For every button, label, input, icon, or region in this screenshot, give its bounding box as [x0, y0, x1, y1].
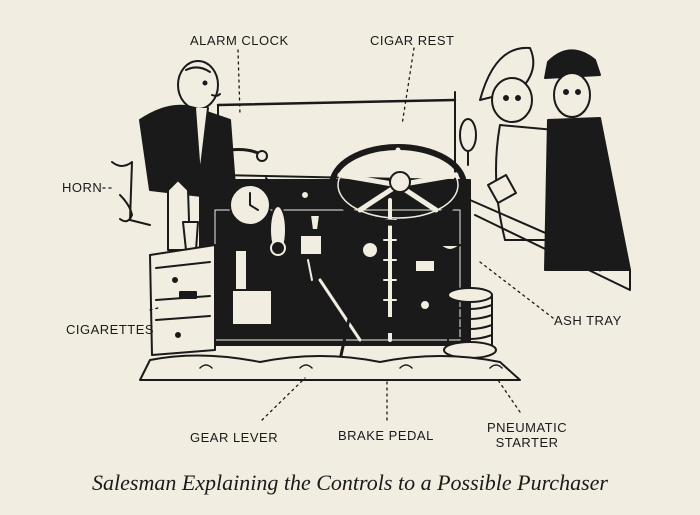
ash-tray-icon — [439, 244, 461, 251]
leader-lines — [102, 47, 554, 421]
caption: Salesman Explaining the Controls to a Po… — [92, 470, 608, 495]
label-cigar-rest: CIGAR REST — [370, 33, 455, 48]
label-cigarettes: CIGARETTES — [66, 322, 155, 337]
brake-pedal-icon — [377, 317, 393, 333]
mirror-icon — [459, 118, 477, 152]
horn-icon — [111, 161, 151, 226]
gear-lever-icon — [338, 303, 354, 362]
label-brake-pedal: BRAKE PEDAL — [338, 428, 434, 443]
label-ash-tray: ASH TRAY — [554, 313, 622, 328]
car-side-rail — [469, 199, 631, 291]
label-gear-lever: GEAR LEVER — [190, 430, 279, 445]
salesman-figure — [139, 60, 268, 201]
glass — [182, 221, 199, 251]
label-pneumatic-starter-line1: PNEUMATIC — [487, 420, 568, 435]
seat-front — [139, 354, 521, 381]
label-alarm-clock: ALARM CLOCK — [190, 33, 289, 48]
label-pneumatic-starter: PNEUMATIC STARTER — [487, 420, 567, 450]
label-pneumatic-starter-line2: STARTER — [495, 435, 559, 450]
pneumatic-starter-icon — [443, 287, 497, 359]
label-horn: HORN — [62, 180, 103, 195]
steering-wheel-icon — [329, 144, 467, 226]
cigarette-cabinet — [149, 244, 216, 356]
